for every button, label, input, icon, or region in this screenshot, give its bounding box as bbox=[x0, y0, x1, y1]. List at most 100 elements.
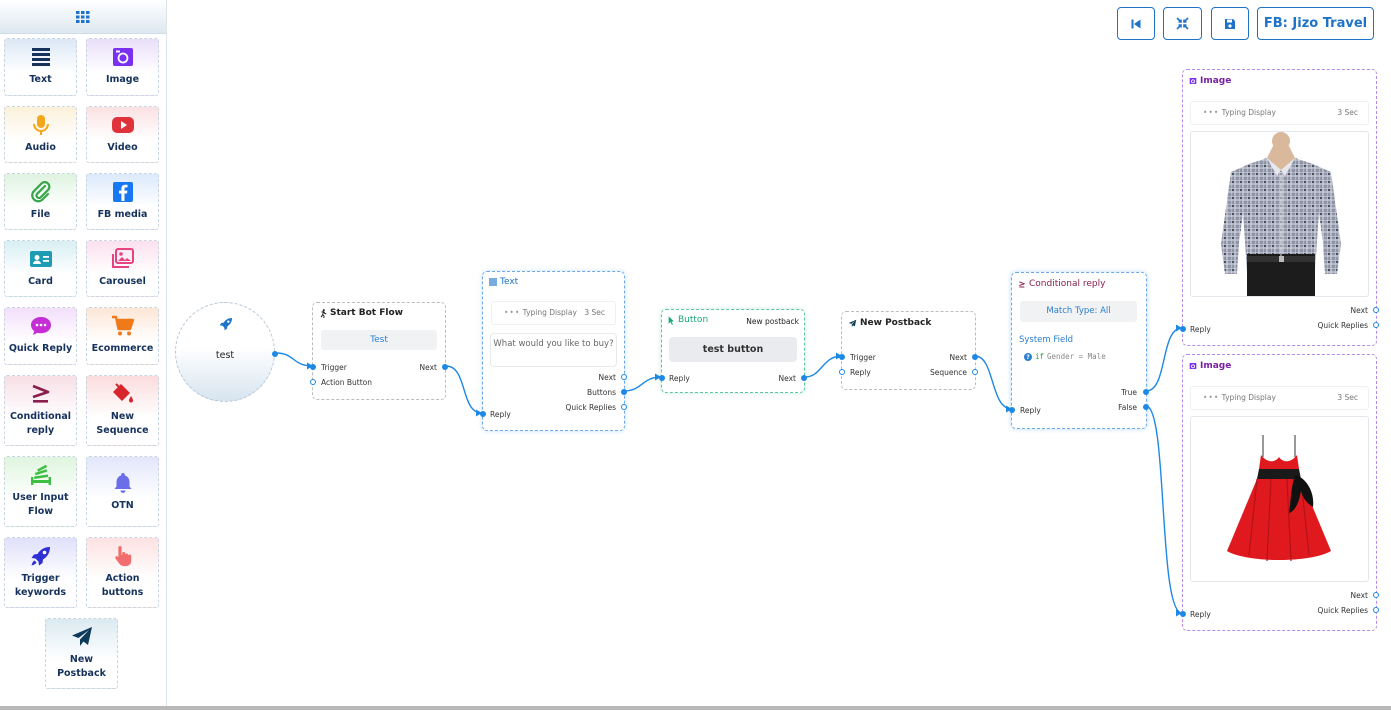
trigger-input-port[interactable] bbox=[839, 354, 845, 360]
quick-replies-output-port[interactable] bbox=[1373, 607, 1379, 613]
reply-label: Reply bbox=[669, 374, 690, 383]
next-label: Next bbox=[1350, 306, 1368, 315]
next-label: Next bbox=[778, 374, 796, 383]
next-output-port[interactable] bbox=[972, 354, 978, 360]
sidebar-item-user-input-flow[interactable]: User Input Flow bbox=[4, 456, 77, 527]
next-label: Next bbox=[419, 363, 437, 372]
node-title: New Postback bbox=[848, 318, 931, 328]
trigger-input-port[interactable] bbox=[310, 364, 316, 370]
next-output-port[interactable] bbox=[1373, 307, 1379, 313]
node-title: Start Bot Flow bbox=[319, 308, 403, 318]
new-postback-node[interactable]: New Postback Trigger Reply Next Sequence bbox=[839, 311, 978, 390]
hand-pointer-icon bbox=[114, 546, 131, 566]
reply-input-port[interactable] bbox=[659, 375, 665, 381]
sidebar-item-new-postback[interactable]: New Postback bbox=[45, 618, 118, 689]
reply-input-port[interactable] bbox=[480, 411, 486, 417]
wire-bot-flow-to-text bbox=[445, 365, 483, 414]
sidebar-item-fb-media[interactable]: FB media bbox=[86, 173, 159, 230]
reply-label: Reply bbox=[1190, 325, 1211, 334]
image-node-dress[interactable]: Image ••• Typing Display 3 Sec Next Quic… bbox=[1180, 354, 1379, 631]
sequence-label: Sequence bbox=[930, 368, 967, 377]
sidebar-item-new-sequence[interactable]: New Sequence bbox=[86, 375, 159, 446]
paper-plane-icon bbox=[71, 627, 92, 646]
sidebar-item-card[interactable]: Card bbox=[4, 240, 77, 297]
start-output-port[interactable] bbox=[272, 351, 278, 357]
shopping-cart-icon bbox=[111, 315, 134, 336]
action-button-input-port[interactable] bbox=[310, 379, 316, 385]
sidebar-header[interactable] bbox=[0, 0, 166, 34]
node-title: Button bbox=[668, 315, 708, 325]
reply-input-port[interactable] bbox=[1180, 326, 1186, 332]
test-button[interactable]: test button bbox=[669, 337, 797, 362]
condition-if: if bbox=[1035, 352, 1045, 361]
skip-back-icon bbox=[1131, 19, 1141, 28]
paper-plane-icon bbox=[848, 319, 857, 327]
page-selector-button[interactable]: FB: Jizo Travel bbox=[1257, 7, 1374, 40]
sidebar-item-trigger-keywords[interactable]: Trigger keywords bbox=[4, 537, 77, 608]
buttons-output-port[interactable] bbox=[621, 389, 627, 395]
sidebar-item-video[interactable]: Video bbox=[86, 106, 159, 163]
sidebar-item-label: User Input Flow bbox=[12, 492, 69, 517]
image-node-shirt[interactable]: Image ••• Typing Display 3 Sec Next Quic… bbox=[1180, 69, 1379, 346]
reply-input-port[interactable] bbox=[1009, 407, 1015, 413]
sidebar-item-label: Conditional reply bbox=[9, 411, 72, 436]
image-icon bbox=[1189, 363, 1197, 369]
sidebar-item-image[interactable]: Image bbox=[86, 38, 159, 96]
sidebar-item-conditional-reply[interactable]: Conditional reply bbox=[4, 375, 77, 446]
sidebar-item-label: New Postback bbox=[57, 654, 106, 679]
wire-button-to-postback bbox=[804, 355, 843, 378]
text-message-field[interactable]: What would you like to buy? bbox=[490, 333, 617, 367]
greater-equal-icon bbox=[1019, 280, 1025, 287]
quick-replies-output-port[interactable] bbox=[621, 404, 627, 410]
button-node[interactable]: Button New postback test button Reply Ne… bbox=[659, 309, 807, 393]
sidebar-item-file[interactable]: File bbox=[4, 173, 77, 230]
next-output-port[interactable] bbox=[442, 364, 448, 370]
wire-false-to-image2 bbox=[1145, 405, 1183, 614]
buttons-label: Buttons bbox=[586, 388, 616, 397]
reply-input-port[interactable] bbox=[1180, 611, 1186, 617]
typing-display-row: ••• Typing Display 3 Sec bbox=[1190, 101, 1369, 125]
sidebar-item-label: New Sequence bbox=[96, 411, 149, 436]
reply-label: Reply bbox=[850, 368, 871, 377]
typing-display-label: ••• Typing Display bbox=[1203, 108, 1276, 117]
trigger-label: Trigger bbox=[321, 363, 347, 372]
compress-button[interactable] bbox=[1163, 7, 1202, 40]
match-type-field[interactable]: Match Type: All bbox=[1020, 301, 1137, 322]
sidebar-item-carousel[interactable]: Carousel bbox=[86, 240, 159, 297]
sequence-output-port[interactable] bbox=[972, 369, 978, 375]
start-bot-flow-node[interactable]: Start Bot Flow Test Trigger Action Butto… bbox=[310, 302, 448, 400]
start-bot-flow-button[interactable]: Test bbox=[321, 330, 437, 350]
next-output-port[interactable] bbox=[1373, 592, 1379, 598]
conditional-reply-node[interactable]: Conditional reply Match Type: All System… bbox=[1009, 272, 1149, 429]
sidebar-item-label: Quick Reply bbox=[8, 343, 73, 354]
sidebar-item-action-buttons[interactable]: Action buttons bbox=[86, 537, 159, 608]
sidebar-item-quick-reply[interactable]: Quick Reply bbox=[4, 307, 77, 365]
horizontal-scrollbar[interactable] bbox=[0, 706, 1391, 710]
true-output-port[interactable] bbox=[1143, 389, 1149, 395]
compress-icon bbox=[1176, 17, 1189, 30]
sidebar-item-label: FB media bbox=[97, 209, 148, 220]
stack-icon bbox=[30, 464, 51, 485]
reply-input-port[interactable] bbox=[839, 369, 845, 375]
sidebar-item-audio[interactable]: Audio bbox=[4, 106, 77, 163]
node-title: Conditional reply bbox=[1018, 279, 1105, 289]
text-lines-icon bbox=[489, 278, 497, 286]
text-lines-icon bbox=[31, 48, 50, 66]
typing-display-label: ••• Typing Display bbox=[1203, 393, 1276, 402]
reply-label: Reply bbox=[1020, 406, 1041, 415]
next-output-port[interactable] bbox=[801, 375, 807, 381]
sidebar-item-otn[interactable]: OTN bbox=[86, 456, 159, 527]
sidebar: Text Image Audio Video File FB media Car… bbox=[0, 0, 167, 708]
text-node[interactable]: Text ••• Typing Display 3 Sec What would… bbox=[480, 271, 627, 431]
next-output-port[interactable] bbox=[621, 374, 627, 380]
grid-icon[interactable] bbox=[76, 10, 90, 23]
next-label: Next bbox=[598, 373, 616, 382]
sidebar-item-ecommerce[interactable]: Ecommerce bbox=[86, 307, 159, 365]
start-node[interactable]: test bbox=[175, 302, 278, 402]
quick-replies-output-port[interactable] bbox=[1373, 322, 1379, 328]
node-title: Text bbox=[489, 277, 518, 287]
sidebar-item-text[interactable]: Text bbox=[4, 38, 77, 96]
save-button[interactable] bbox=[1211, 7, 1249, 40]
first-step-button[interactable] bbox=[1117, 7, 1155, 40]
false-output-port[interactable] bbox=[1143, 404, 1149, 410]
